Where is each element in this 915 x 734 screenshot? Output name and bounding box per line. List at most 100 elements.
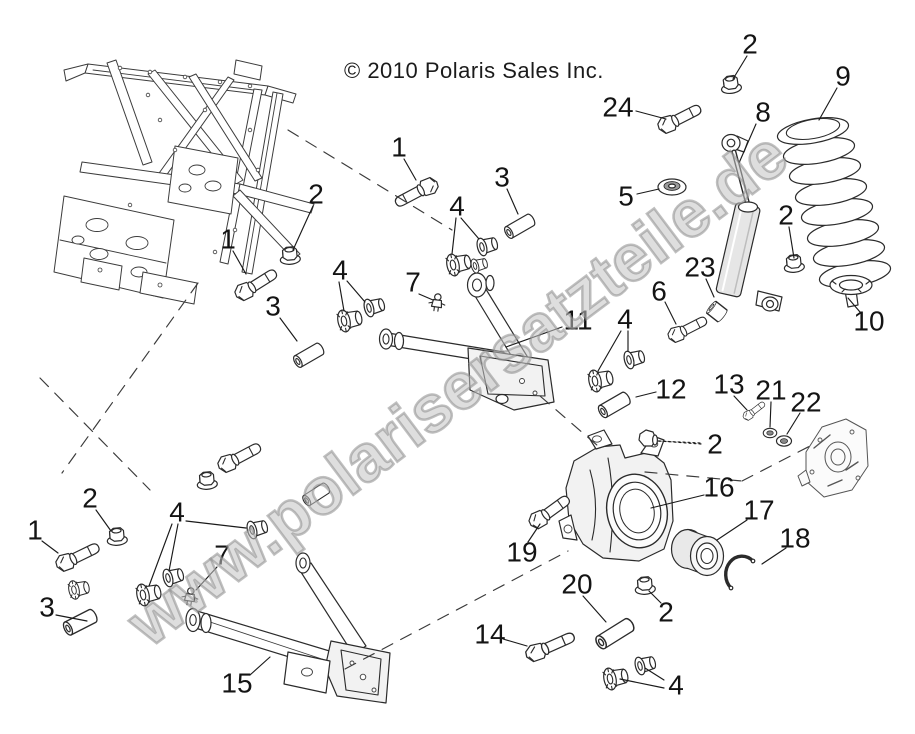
callout-8: 8 <box>755 97 771 128</box>
upper-a-arm <box>378 272 555 411</box>
spacer-tube-12 <box>595 390 633 420</box>
brake-caliper <box>797 418 869 498</box>
hex-bolt-1-center <box>214 438 265 476</box>
callout-5: 5 <box>618 181 634 212</box>
leader-line-7 <box>418 293 434 301</box>
leader-line-4 <box>148 523 173 587</box>
flange-nut-2-top <box>719 74 743 96</box>
spacer-tube-20 <box>593 616 637 652</box>
leader-line-16 <box>650 494 705 509</box>
leader-line-4 <box>338 281 345 312</box>
spacer-tube-3-upper <box>502 212 538 241</box>
leader-line-6 <box>664 301 677 325</box>
spacer-tube-3-center <box>300 481 332 508</box>
leader-line-1 <box>41 540 59 554</box>
callout-16: 16 <box>703 472 734 503</box>
bushing-4-upper-big <box>444 249 474 278</box>
hex-bolt-1-lower-left <box>52 537 103 575</box>
leader-line-8 <box>738 123 757 164</box>
spring-retainer <box>829 274 873 308</box>
callout-13: 13 <box>713 369 744 400</box>
spacer-23 <box>704 299 729 324</box>
callout-1: 1 <box>391 132 407 163</box>
flange-nut-2-bottom <box>633 575 657 596</box>
callout-6: 6 <box>651 276 667 307</box>
leader-line-2 <box>95 509 112 532</box>
leader-line-11 <box>505 326 563 348</box>
callout-2: 2 <box>742 29 758 60</box>
leader-line-4 <box>451 217 457 255</box>
flange-nut-2-lower-left <box>105 526 129 547</box>
coil-spring <box>776 117 892 288</box>
callout-1: 1 <box>27 515 43 546</box>
washer-21 <box>762 427 778 439</box>
callout-20: 20 <box>561 569 592 600</box>
callout-17: 17 <box>743 495 774 526</box>
callout-2: 2 <box>778 200 794 231</box>
assembly-dashed-line <box>61 282 199 474</box>
leader-line-15 <box>249 656 271 676</box>
bushing-4-bottom-big <box>601 663 631 692</box>
leader-line-4 <box>644 667 665 681</box>
assembly-dashed-line <box>287 129 453 231</box>
wheel-bearing <box>670 528 725 577</box>
bushing-4-bottom-small <box>632 652 658 677</box>
bushing-4-lowerarm-left <box>66 577 92 601</box>
callout-22: 22 <box>790 387 821 418</box>
leader-line-9 <box>818 87 838 121</box>
flange-nut-2-upper <box>278 245 302 266</box>
spacer-tube-3-lower-left <box>60 607 100 638</box>
bushing-4-lowerarm-small <box>160 564 186 589</box>
callout-19: 19 <box>506 537 537 568</box>
leader-line-4 <box>597 330 622 372</box>
callout-2: 2 <box>308 179 324 210</box>
bushing-4-upper-small <box>474 233 500 258</box>
leader-line-2 <box>732 55 748 80</box>
clamp-7-upper <box>427 292 447 313</box>
chassis-frame <box>53 59 315 305</box>
leader-line-5 <box>636 188 660 195</box>
leader-line-20 <box>582 595 607 623</box>
leader-line-1 <box>232 250 247 275</box>
leader-line-2 <box>788 226 795 259</box>
leader-line-3 <box>506 188 519 215</box>
bushing-4-mid-big <box>335 305 365 334</box>
bushing-4-lowerarm-big <box>134 579 164 608</box>
assembly-dashed-line <box>344 550 569 670</box>
flange-nut-2-center <box>195 470 219 491</box>
callout-18: 18 <box>779 523 810 554</box>
leader-line-7 <box>195 566 218 591</box>
callout-4: 4 <box>332 255 348 286</box>
shock-absorber <box>715 133 783 312</box>
bushing-4-lowerarm-rear <box>244 516 270 541</box>
callout-1: 1 <box>220 224 236 255</box>
callout-23: 23 <box>684 252 715 283</box>
leader-line-3 <box>279 317 298 342</box>
shock-washer <box>657 178 687 196</box>
callout-3: 3 <box>265 291 281 322</box>
assembly-dashed-line <box>539 395 599 447</box>
lower-a-arm <box>185 552 391 704</box>
callout-3: 3 <box>494 162 510 193</box>
leader-line-22 <box>786 412 801 435</box>
callout-10: 10 <box>853 306 884 337</box>
callout-2: 2 <box>658 597 674 628</box>
leader-line-2 <box>648 590 662 604</box>
bushing-4-mid-small <box>361 294 387 319</box>
callout-4: 4 <box>169 497 185 528</box>
assembly-dashed-line <box>644 471 743 482</box>
bushing-4-right-small <box>621 346 647 371</box>
leader-line-23 <box>705 278 715 298</box>
leader-line-4 <box>619 678 665 689</box>
leader-line-12 <box>635 391 657 398</box>
callout-4: 4 <box>449 191 465 222</box>
bushing-4-upper-tiny <box>469 255 490 275</box>
callout-7: 7 <box>405 267 421 298</box>
hex-bolt-14 <box>522 627 578 665</box>
leader-line-24 <box>635 110 667 120</box>
leader-line-3 <box>55 614 88 622</box>
callout-24: 24 <box>602 92 633 123</box>
callout-7: 7 <box>214 540 230 571</box>
